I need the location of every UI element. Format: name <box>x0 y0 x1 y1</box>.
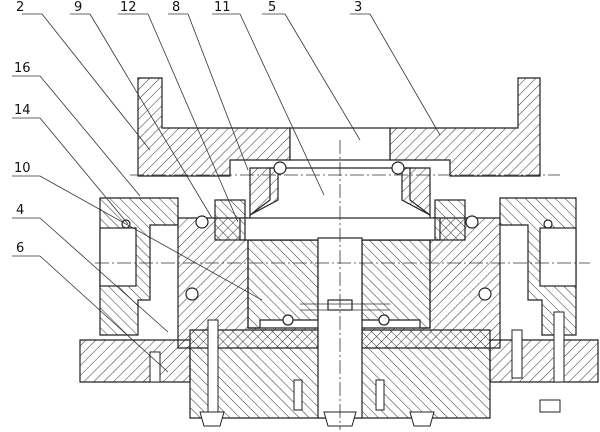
label-part-3: 3 <box>354 0 362 15</box>
bolts <box>149 311 565 427</box>
top-housing <box>137 77 541 177</box>
central-hub <box>247 167 431 329</box>
center-lines <box>95 140 590 430</box>
leader-lines <box>12 13 441 373</box>
label-part-8: 8 <box>172 0 180 15</box>
outer-body <box>99 197 577 336</box>
label-part-10: 10 <box>14 161 31 176</box>
label-part-6: 6 <box>16 241 24 256</box>
part-labels: 2 9 12 8 11 5 3 16 14 10 4 6 <box>14 0 362 256</box>
balls <box>121 161 553 326</box>
label-part-9: 9 <box>74 0 82 15</box>
label-part-12: 12 <box>120 0 137 15</box>
label-part-16: 16 <box>14 61 31 76</box>
label-part-11: 11 <box>214 0 231 15</box>
label-part-4: 4 <box>16 203 24 218</box>
label-part-2: 2 <box>16 0 24 15</box>
label-part-14: 14 <box>14 103 31 118</box>
label-part-5: 5 <box>268 0 276 15</box>
